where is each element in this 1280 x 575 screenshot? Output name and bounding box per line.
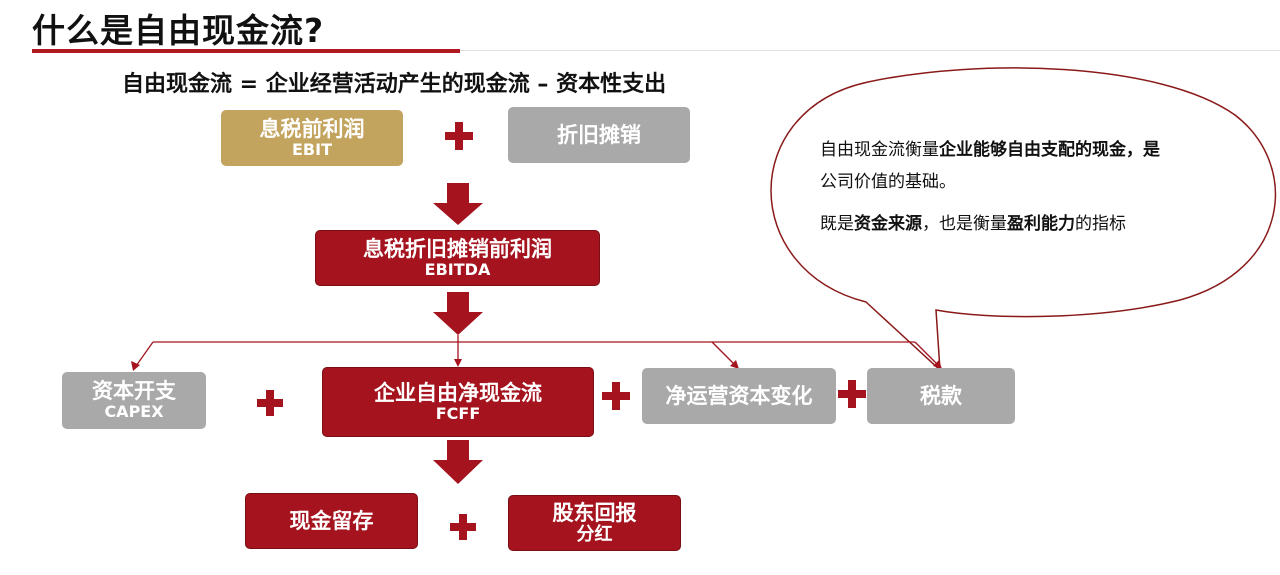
plus-icon xyxy=(838,380,866,408)
ebit-abbr: EBIT xyxy=(292,139,332,159)
page-title: 什么是自由现金流? xyxy=(32,11,325,50)
returns-sub: 分红 xyxy=(576,523,613,545)
bubble-text-run: 既是 xyxy=(820,214,854,234)
bubble-text-run: 的指标 xyxy=(1075,214,1126,234)
bubble-text-run: ，也是衡量 xyxy=(922,214,1007,234)
depreciation-amortization-box: 折旧摊销 xyxy=(508,107,690,163)
bubble-bold-run: ，是 xyxy=(1126,140,1160,160)
ebitda-box: 息税折旧摊销前利润 EBITDA xyxy=(315,230,600,286)
bubble-text: 自由现金流衡量企业能够自由支配的现金，是 公司价值的基础。 既是资金来源，也是衡… xyxy=(820,134,1240,240)
net-working-capital-box: 净运营资本变化 xyxy=(642,368,836,424)
bubble-text-run: 自由现金流衡量 xyxy=(820,140,939,160)
plus-icon xyxy=(445,122,473,150)
connector-nwc xyxy=(711,341,736,366)
bubble-bold-run: 资金来源 xyxy=(854,214,922,234)
plus-icon xyxy=(257,390,283,416)
title-underline xyxy=(32,49,460,53)
capex-box: 资本开支 CAPEX xyxy=(62,372,206,429)
nwc-label: 净运营资本变化 xyxy=(665,383,813,408)
arrowhead-fcff xyxy=(454,359,462,367)
retained-label: 现金留存 xyxy=(289,508,374,533)
fcff-abbr: FCFF xyxy=(435,403,481,423)
plus-icon xyxy=(450,514,476,540)
fcff-box: 企业自由净现金流 FCFF xyxy=(322,367,594,437)
capex-abbr: CAPEX xyxy=(104,402,164,422)
ebit-box: 息税前利润 EBIT xyxy=(221,110,403,166)
fcf-formula: 自由现金流 = 企业经营活动产生的现金流 – 资本性支出 xyxy=(122,72,667,97)
cash-retained-box: 现金留存 xyxy=(245,493,418,549)
shareholder-returns-box: 股东回报 分红 xyxy=(508,495,681,551)
bubble-bold-run: 企业能够自由支配的现金 xyxy=(939,140,1126,160)
bubble-line-1: 自由现金流衡量企业能够自由支配的现金，是 xyxy=(820,134,1240,166)
arrowhead-tax xyxy=(933,360,942,369)
header-divider xyxy=(460,50,1280,51)
connector-capex xyxy=(135,341,154,367)
ebitda-label: 息税折旧摊销前利润 xyxy=(363,236,552,261)
arrowhead-nwc xyxy=(730,360,739,369)
connector-tax xyxy=(914,341,939,366)
tax-box: 税款 xyxy=(867,368,1015,424)
returns-label: 股东回报 xyxy=(552,500,637,525)
speech-bubble xyxy=(770,67,1277,372)
bubble-line-3: 既是资金来源，也是衡量盈利能力的指标 xyxy=(820,208,1240,240)
down-arrow-2 xyxy=(433,292,483,335)
capex-label: 资本开支 xyxy=(92,379,176,404)
ebitda-abbr: EBITDA xyxy=(424,259,491,279)
bubble-line-2: 公司价值的基础。 xyxy=(820,172,956,192)
da-label: 折旧摊销 xyxy=(557,122,641,147)
fcff-label: 企业自由净现金流 xyxy=(374,380,542,405)
bubble-bold-run: 盈利能力 xyxy=(1007,214,1075,234)
arrowhead-capex xyxy=(131,361,140,371)
ebit-label: 息税前利润 xyxy=(259,116,365,141)
plus-icon xyxy=(602,382,630,410)
tax-label: 税款 xyxy=(920,383,962,408)
down-arrow-1 xyxy=(433,183,483,225)
down-arrow-3 xyxy=(433,440,483,484)
